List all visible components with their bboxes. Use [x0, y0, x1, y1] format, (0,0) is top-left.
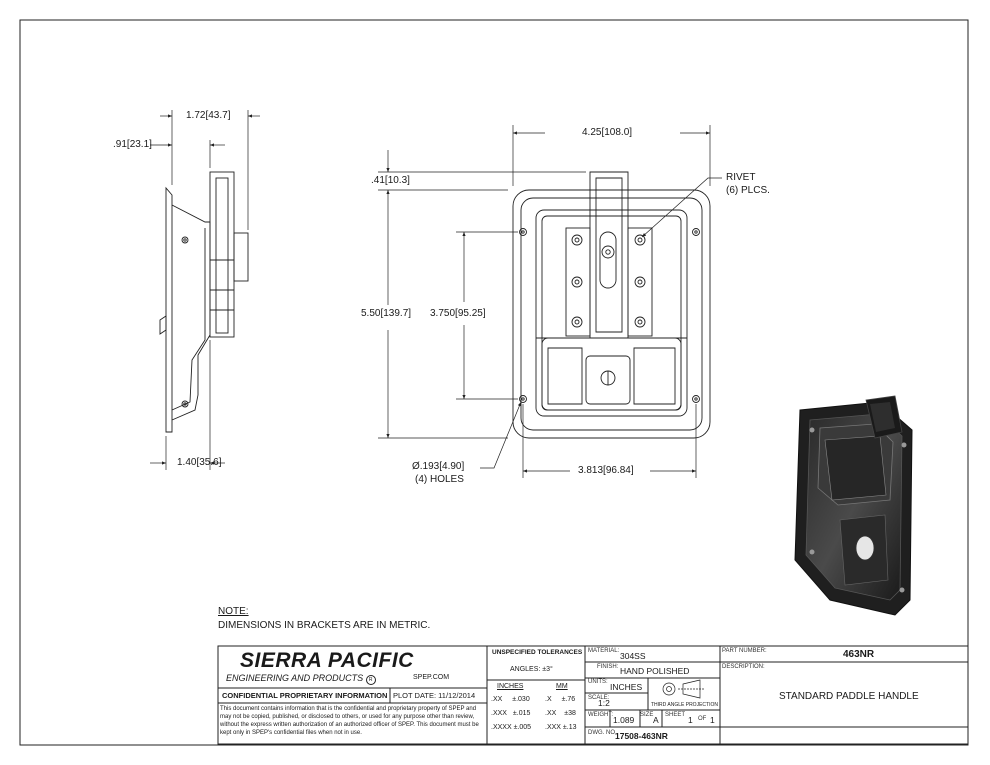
material-value: 304SS [620, 651, 646, 661]
dim-side-width: 1.72[43.7] [186, 110, 231, 121]
size-label: SIZE [640, 712, 654, 718]
tol-mm-row-2: .XX ±38 [545, 710, 576, 717]
finish-label: FINISH: [597, 664, 619, 670]
sheet-border [19, 19, 969, 746]
weight-value: 1.089 [613, 715, 635, 725]
tol-mm-row-1: .X ±.76 [545, 696, 576, 703]
front-view [512, 171, 711, 439]
units-value: INCHES [610, 682, 643, 692]
isometric-view [794, 395, 913, 616]
of-label: OF [698, 716, 707, 722]
tol-mm-row-3: .XXX ±.13 [545, 724, 577, 731]
rivet-label: RIVET [726, 172, 756, 183]
dwg-label: DWG. NO. [588, 730, 617, 736]
confidential-heading: CONFIDENTIAL PROPRIETARY INFORMATION [222, 691, 388, 700]
description-label: DESCRIPTION: [722, 664, 765, 670]
rivet-2 [571, 276, 583, 288]
dim-hole-spacing-vertical: 3.750[95.25] [430, 308, 486, 319]
tolerance-inches-label: INCHES [497, 683, 524, 690]
dim-hole-spacing-horizontal: 3.813[96.84] [578, 465, 634, 476]
tol-inch-row-1: .XX ±.030 [491, 696, 530, 703]
note-heading: NOTE: [218, 606, 249, 617]
dim-overall-height: 5.50[139.7] [361, 308, 412, 319]
rivet-4 [634, 234, 646, 246]
note-text: DIMENSIONS IN BRACKETS ARE IN METRIC. [218, 620, 431, 631]
sheet-label: SHEET [665, 712, 686, 718]
finish-value: HAND POLISHED [620, 666, 690, 676]
front-view-dimensions [378, 125, 722, 478]
hole-3 [519, 395, 527, 403]
company-name: SIERRA PACIFIC [240, 649, 414, 672]
dim-side-bottom: 1.40[35.6] [177, 457, 222, 468]
part-number-label: PART NUMBER: [722, 648, 767, 654]
part-number: 463NR [843, 649, 875, 660]
side-view [159, 171, 249, 433]
tolerances-heading: UNSPECIFIED TOLERANCES [492, 649, 583, 656]
units-label: UNITS: [588, 679, 608, 685]
registered-mark: R [365, 675, 376, 685]
side-view-dimensions [150, 110, 260, 470]
scale-value: 1:2 [598, 698, 610, 708]
rivet-1 [571, 234, 583, 246]
dim-hole-diameter: Ø.193[4.90] [412, 461, 465, 472]
sheet-total: 1 [710, 715, 715, 725]
third-angle-projection-icon [662, 679, 705, 699]
company-subtitle: ENGINEERING AND PRODUCTS R [226, 673, 376, 685]
company-website: SPEP.COM [413, 674, 450, 681]
plot-date: PLOT DATE: 11/12/2014 [393, 691, 476, 700]
tolerance-mm-label: MM [556, 683, 568, 690]
tolerance-angles: ANGLES: ±3° [510, 666, 553, 673]
mounting-holes [519, 228, 700, 403]
dim-top-offset: .41[10.3] [371, 175, 410, 186]
hole-4 [692, 395, 700, 403]
sheet-value: 1 [688, 715, 693, 725]
rivets [571, 234, 646, 328]
hole-1 [519, 228, 527, 236]
rivet-count: (6) PLCS. [726, 185, 770, 196]
dim-hole-count: (4) HOLES [415, 474, 464, 485]
dwg-number: 17508-463NR [615, 731, 668, 741]
weight-label: WEIGHT: [588, 712, 613, 718]
hole-2 [692, 228, 700, 236]
size-value: A [653, 715, 659, 725]
scale-label: SCALE: [588, 695, 610, 701]
rivet-6 [634, 316, 646, 328]
projection-label: THIRD ANGLE PROJECTION [651, 702, 718, 708]
tol-inch-row-3: .XXXX ±.005 [491, 724, 532, 731]
description: STANDARD PADDLE HANDLE [779, 691, 919, 702]
rivet-3 [571, 316, 583, 328]
dim-overall-width: 4.25[108.0] [582, 127, 633, 138]
material-label: MATERIAL: [588, 648, 620, 654]
confidential-text: This document contains information that … [220, 706, 479, 736]
dim-side-offset: .91[23.1] [113, 139, 152, 150]
tol-inch-row-2: .XXX ±.015 [491, 710, 531, 717]
title-block-frame [217, 645, 969, 745]
rivet-5 [634, 276, 646, 288]
